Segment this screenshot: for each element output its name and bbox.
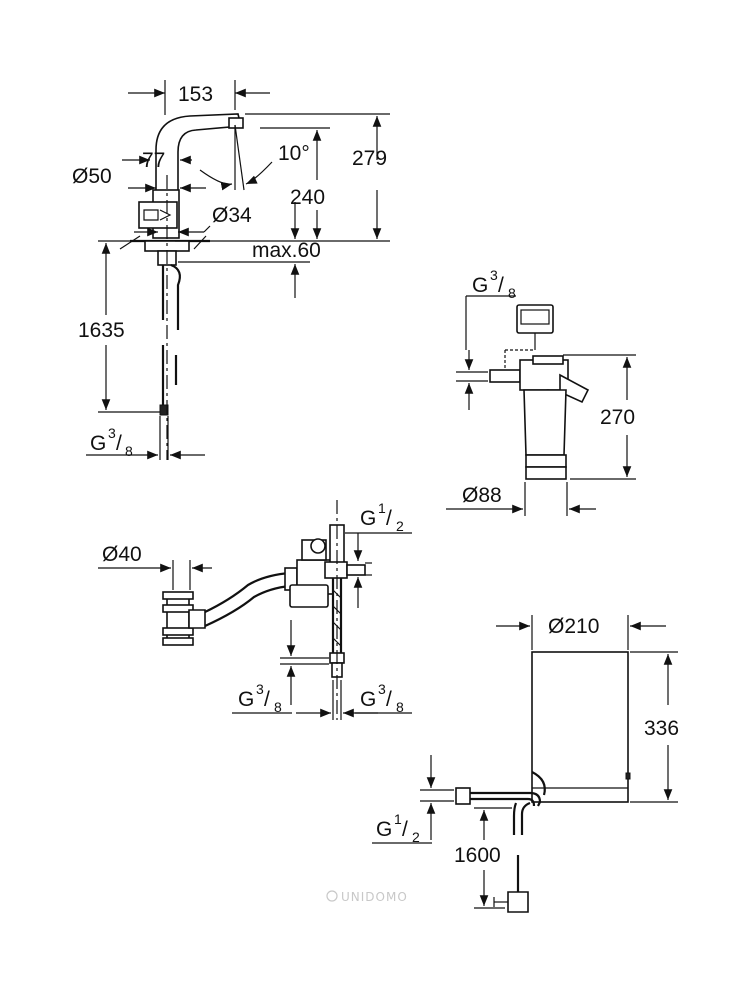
dim-240: 240 [290, 186, 325, 209]
svg-text:G: G [360, 688, 376, 711]
svg-text:1: 1 [378, 500, 386, 516]
dim-336: 336 [644, 717, 679, 740]
dim-d50: Ø50 [72, 165, 112, 188]
dim-270: 270 [600, 406, 635, 429]
svg-text:/: / [386, 507, 392, 530]
svg-text:/: / [402, 818, 408, 841]
dim-d88: Ø88 [462, 484, 502, 507]
dim-10deg: 10° [278, 142, 310, 165]
svg-text:/: / [386, 688, 392, 711]
svg-text:2: 2 [412, 829, 420, 845]
svg-text:G: G [376, 818, 392, 841]
svg-text:8: 8 [396, 699, 404, 715]
valve-drawing [162, 500, 366, 720]
valve-thread-right-label: G 3 / 8 [360, 681, 404, 715]
svg-text:UNIDOMO: UNIDOMO [341, 890, 408, 904]
dim-d40: Ø40 [102, 543, 142, 566]
dim-max60: max.60 [252, 239, 321, 262]
chiller-drawing [455, 651, 631, 913]
svg-text:8: 8 [508, 285, 516, 301]
faucet-drawing [119, 113, 244, 460]
svg-text:G: G [360, 507, 376, 530]
svg-text:2: 2 [396, 518, 404, 534]
svg-text:3: 3 [108, 425, 116, 441]
svg-text:3: 3 [490, 267, 498, 283]
svg-text:/: / [264, 688, 270, 711]
svg-text:3: 3 [378, 681, 386, 697]
dim-77: 77 [142, 149, 165, 172]
svg-text:3: 3 [256, 681, 264, 697]
valve-thread-left-label: G 3 / 8 [238, 681, 282, 715]
valve-dimensions: Ø40 G 1 / 2 G 3 / 8 G 3 / [98, 500, 412, 720]
dim-1600: 1600 [454, 844, 501, 867]
svg-text:G: G [472, 274, 488, 297]
faucet-dimensions: 153 77 Ø50 10° 279 240 Ø34 max.60 16 [72, 80, 390, 460]
svg-text:8: 8 [125, 443, 133, 459]
filter-drawing [489, 304, 590, 480]
filter-dimensions: G 3 / 8 270 Ø88 [446, 267, 636, 516]
dim-1635: 1635 [78, 319, 125, 342]
valve-thread-top-label: G 1 / 2 [360, 500, 404, 534]
svg-text:1: 1 [394, 811, 402, 827]
svg-text:8: 8 [274, 699, 282, 715]
dim-d34: Ø34 [212, 204, 252, 227]
chiller-dimensions: Ø210 336 G 1 / 2 1600 [372, 615, 679, 909]
svg-text:G: G [238, 688, 254, 711]
dim-d210: Ø210 [548, 615, 599, 638]
faucet-thread-label: G 3 / 8 [90, 425, 133, 459]
filter-thread-label: G 3 / 8 [472, 267, 516, 301]
dim-153: 153 [178, 83, 213, 106]
unidomo-watermark: UNIDOMO [326, 890, 408, 904]
svg-text:/: / [498, 274, 504, 297]
chiller-thread-label: G 1 / 2 [376, 811, 420, 845]
svg-text:/: / [116, 432, 122, 455]
dim-279: 279 [352, 147, 387, 170]
svg-text:G: G [90, 432, 106, 455]
